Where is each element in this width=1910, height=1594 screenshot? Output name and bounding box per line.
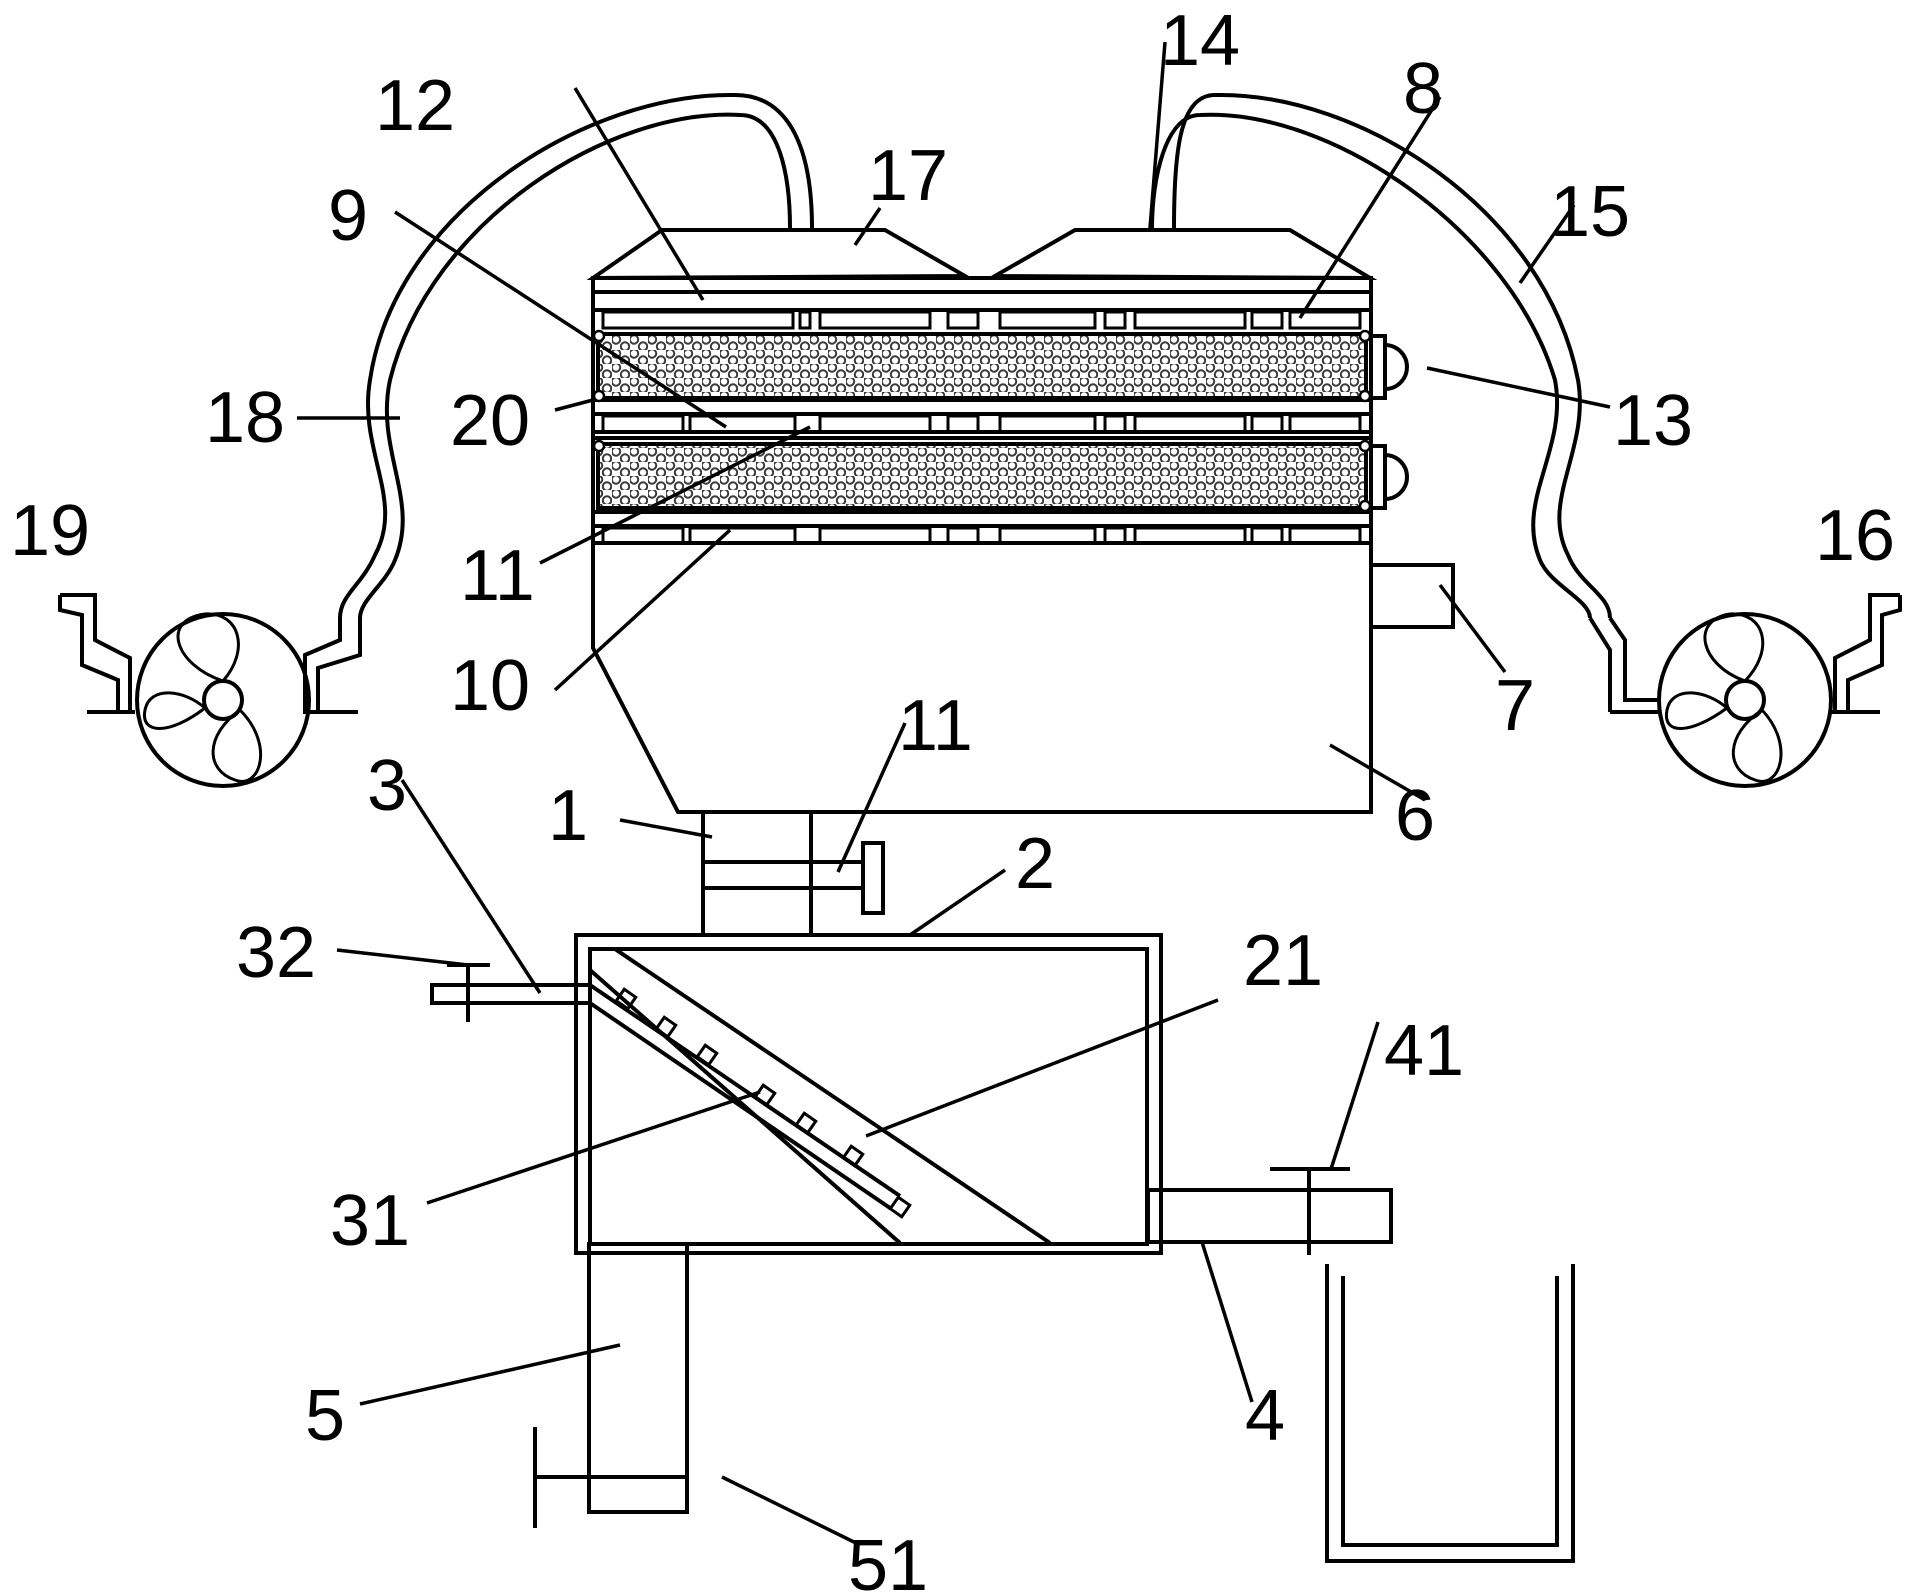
valve-11 — [861, 841, 885, 915]
leader-lines — [297, 41, 1611, 1547]
label-18: 18 — [205, 378, 285, 458]
chamber-6 — [591, 543, 1373, 814]
label-9: 9 — [328, 176, 368, 256]
label-7: 7 — [1495, 666, 1535, 746]
label-16: 16 — [1815, 496, 1895, 576]
label-17: 17 — [868, 136, 948, 216]
label-3: 3 — [367, 746, 407, 826]
inclined-plate-21 — [588, 947, 1052, 1245]
label-2: 2 — [1015, 824, 1055, 904]
outlet-pipe-4 — [1146, 1188, 1393, 1244]
label-41: 41 — [1384, 1011, 1464, 1091]
hose-15 — [1150, 92, 1612, 619]
top-hood-14 — [987, 228, 1378, 281]
label-4: 4 — [1245, 1376, 1285, 1456]
grate-plate-9 — [601, 414, 1362, 434]
fan-16 — [1588, 593, 1902, 788]
label-15: 15 — [1550, 172, 1630, 252]
label-1: 1 — [548, 776, 588, 856]
outlet-7 — [1369, 563, 1455, 629]
grate-plate-10 — [601, 526, 1362, 545]
nozzles-31 — [614, 987, 912, 1219]
grate-plate-8 — [601, 310, 1362, 330]
label-31: 31 — [330, 1181, 410, 1261]
handle-13-lower — [1369, 444, 1409, 510]
label-19: 19 — [10, 491, 90, 571]
label-6: 6 — [1395, 776, 1435, 856]
label-5: 5 — [305, 1376, 345, 1456]
label-14: 14 — [1160, 1, 1240, 81]
filter-layer-12 — [592, 329, 1372, 403]
filter-layer-11 — [592, 439, 1372, 513]
label-21: 21 — [1243, 921, 1323, 1001]
tank-2 — [574, 933, 1163, 1255]
label-20: 20 — [450, 381, 530, 461]
handle-13-upper — [1369, 334, 1409, 400]
label-32: 32 — [236, 913, 316, 993]
pipe-1 — [701, 810, 865, 937]
label-11-lower: 11 — [898, 686, 973, 766]
drain-pipe-5 — [535, 1242, 689, 1514]
collection-bin — [1325, 1264, 1575, 1563]
fan-19 — [58, 593, 362, 788]
label-8: 8 — [1403, 49, 1443, 129]
valve-41 — [1270, 1167, 1350, 1255]
label-12: 12 — [375, 66, 455, 146]
labels: 12 9 17 14 8 15 18 20 13 19 16 11 10 7 1… — [10, 1, 1895, 1594]
label-10: 10 — [450, 646, 530, 726]
top-hood-17 — [586, 228, 973, 281]
label-13: 13 — [1613, 381, 1693, 461]
label-51: 51 — [848, 1526, 928, 1594]
valve-32 — [447, 963, 490, 1022]
hose-18 — [338, 92, 814, 619]
label-11-upper: 11 — [460, 536, 535, 616]
